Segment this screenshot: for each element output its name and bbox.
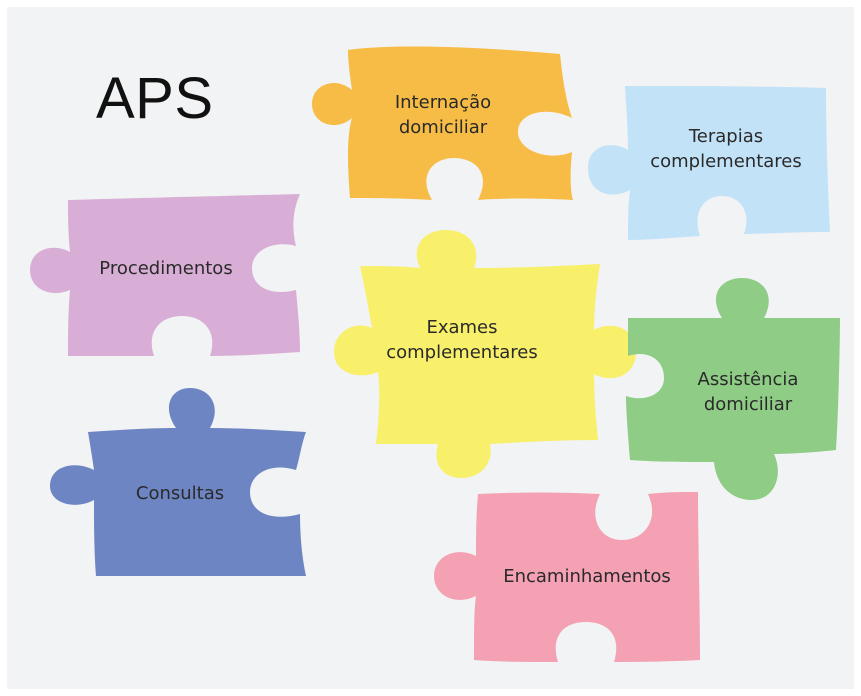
piece-consultas: Consultas xyxy=(50,388,306,576)
piece-exames-label-2: complementares xyxy=(386,342,538,363)
piece-terapias: Terapias complementares xyxy=(588,86,830,240)
piece-encaminhamentos-shape xyxy=(434,492,700,662)
piece-assistencia: Assistência domiciliar xyxy=(626,278,840,500)
piece-consultas-shape xyxy=(50,388,306,576)
diagram-title: APS xyxy=(96,66,214,131)
piece-procedimentos-shape xyxy=(30,194,300,356)
piece-internacao-label-1: Internação xyxy=(395,92,491,113)
piece-terapias-shape xyxy=(588,86,830,240)
piece-procedimentos: Procedimentos xyxy=(30,194,300,356)
piece-exames-shape xyxy=(334,230,636,478)
piece-exames-label-1: Exames xyxy=(426,317,497,338)
piece-assistencia-shape xyxy=(626,278,840,500)
piece-consultas-label-1: Consultas xyxy=(136,483,224,504)
piece-internacao: Internação domiciliar xyxy=(312,46,573,200)
piece-internacao-label-2: domiciliar xyxy=(399,117,488,138)
piece-terapias-label-1: Terapias xyxy=(688,126,763,147)
piece-assistencia-label-1: Assistência xyxy=(698,369,799,390)
piece-encaminhamentos: Encaminhamentos xyxy=(434,492,700,662)
piece-encaminhamentos-label-1: Encaminhamentos xyxy=(503,566,671,587)
piece-internacao-shape xyxy=(312,46,573,200)
piece-exames: Exames complementares xyxy=(334,230,636,478)
piece-procedimentos-label-1: Procedimentos xyxy=(99,258,232,279)
piece-assistencia-label-2: domiciliar xyxy=(704,394,793,415)
piece-terapias-label-2: complementares xyxy=(650,151,802,172)
